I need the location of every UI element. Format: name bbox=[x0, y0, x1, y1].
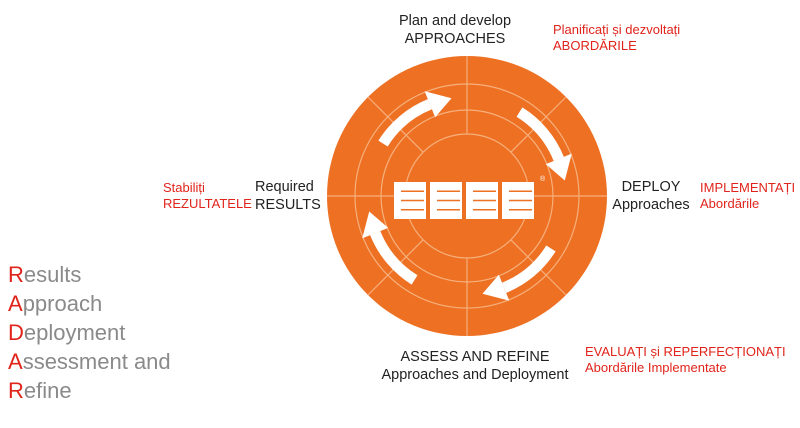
plan-en-line1: Plan and develop bbox=[398, 13, 512, 29]
arrowhead-icon bbox=[362, 211, 389, 239]
plan-ro-line1: Planificați și dezvoltați bbox=[553, 22, 681, 37]
plan-label-en: Plan and develop APPROACHES bbox=[385, 12, 525, 48]
deploy-ro-line2: Abordările bbox=[700, 196, 760, 212]
results-ro-line2: REZULTATELE bbox=[163, 196, 252, 212]
radar-item: Refine bbox=[8, 378, 72, 403]
deploy-ro-line1: IMPLEMENTAȚI bbox=[700, 180, 796, 195]
deploy-en-line2: Approaches bbox=[612, 197, 690, 214]
radar-logo-icon bbox=[394, 182, 534, 219]
assess-ro-line2: Abordările Implementate bbox=[585, 360, 727, 376]
clockwise-arrow-icon bbox=[378, 99, 433, 147]
arrowhead-icon bbox=[482, 274, 510, 301]
results-en-line1: Required bbox=[255, 179, 314, 195]
cycle-arrows bbox=[362, 91, 572, 301]
radar-acronym-list: Results Approach Deployment Assessment a… bbox=[8, 260, 171, 405]
radar-item: Deployment bbox=[8, 320, 126, 345]
clockwise-arrow-icon bbox=[501, 245, 556, 293]
plan-en-line2: APPROACHES bbox=[404, 31, 506, 48]
trademark-symbol: ® bbox=[540, 175, 546, 183]
results-label-en: Required RESULTS bbox=[255, 178, 321, 214]
results-ro-line1: Stabiliți bbox=[163, 180, 205, 195]
results-en-line2: RESULTS bbox=[255, 197, 321, 214]
arrowhead-icon bbox=[545, 153, 572, 181]
plan-ro-line2: ABORDĂRILE bbox=[553, 38, 637, 54]
deploy-en-line1: DEPLOY bbox=[621, 179, 681, 195]
radar-item: Assessment and bbox=[8, 349, 171, 374]
assess-en-line1: ASSESS AND REFINE bbox=[400, 349, 550, 365]
deploy-label-en: DEPLOY Approaches bbox=[608, 178, 694, 214]
assess-ro-line1: EVALUAȚI și REPERFECȚIONAȚI bbox=[585, 344, 786, 359]
plan-label-ro: Planificați și dezvoltați ABORDĂRILE bbox=[553, 22, 680, 55]
radar-item: Results bbox=[8, 262, 82, 287]
arrowhead-icon bbox=[424, 91, 452, 118]
assess-en-line2: Approaches and Deployment bbox=[381, 367, 569, 384]
clockwise-arrow-icon bbox=[516, 107, 564, 162]
assess-label-en: ASSESS AND REFINE Approaches and Deploym… bbox=[370, 348, 580, 384]
radar-item: Approach bbox=[8, 291, 103, 316]
results-label-ro: Stabiliți REZULTATELE bbox=[163, 180, 252, 213]
assess-label-ro: EVALUAȚI și REPERFECȚIONAȚI Abordările I… bbox=[585, 344, 786, 377]
deploy-label-ro: IMPLEMENTAȚI Abordările bbox=[700, 180, 795, 213]
clockwise-arrow-icon bbox=[370, 230, 418, 285]
